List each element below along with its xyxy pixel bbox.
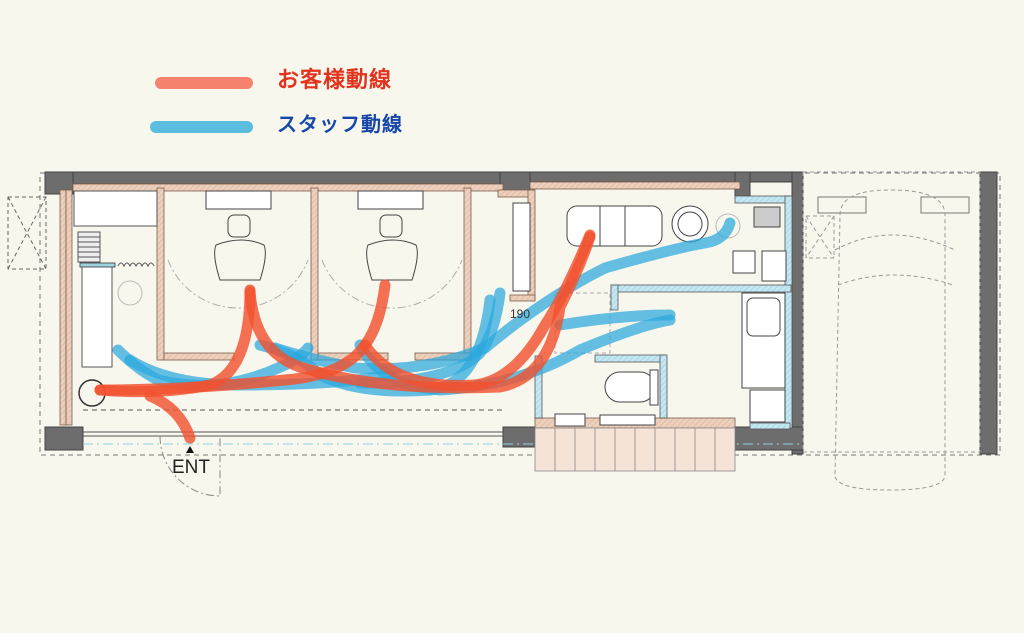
customer-route-label: お客様動線: [277, 68, 393, 93]
staff-route: [112, 217, 736, 397]
entrance-marker: [186, 446, 194, 453]
customer-route: [94, 229, 596, 444]
legend-customer: お客様動線: [155, 68, 392, 94]
cut-booth-2: [321, 190, 463, 309]
customer-route-swatch: [155, 77, 253, 89]
staff-route-swatch: [150, 120, 253, 133]
exterior-walls: [44, 171, 998, 455]
storage: [512, 202, 611, 354]
window-left: [7, 196, 47, 270]
reception-counter: [73, 190, 158, 407]
storefront: [83, 409, 800, 497]
legend-staff: スタッフ動線: [150, 112, 403, 137]
deck: [534, 427, 736, 472]
cut-booth-1: [167, 190, 309, 309]
shampoo-room-fixtures: [715, 206, 787, 282]
dimension-label: 190: [510, 307, 531, 321]
entrance-label: ENT: [172, 457, 210, 478]
toilet: [554, 369, 659, 427]
staff-route-label: スタッフ動線: [277, 112, 403, 136]
bath: [741, 292, 786, 423]
parking: [802, 171, 981, 491]
